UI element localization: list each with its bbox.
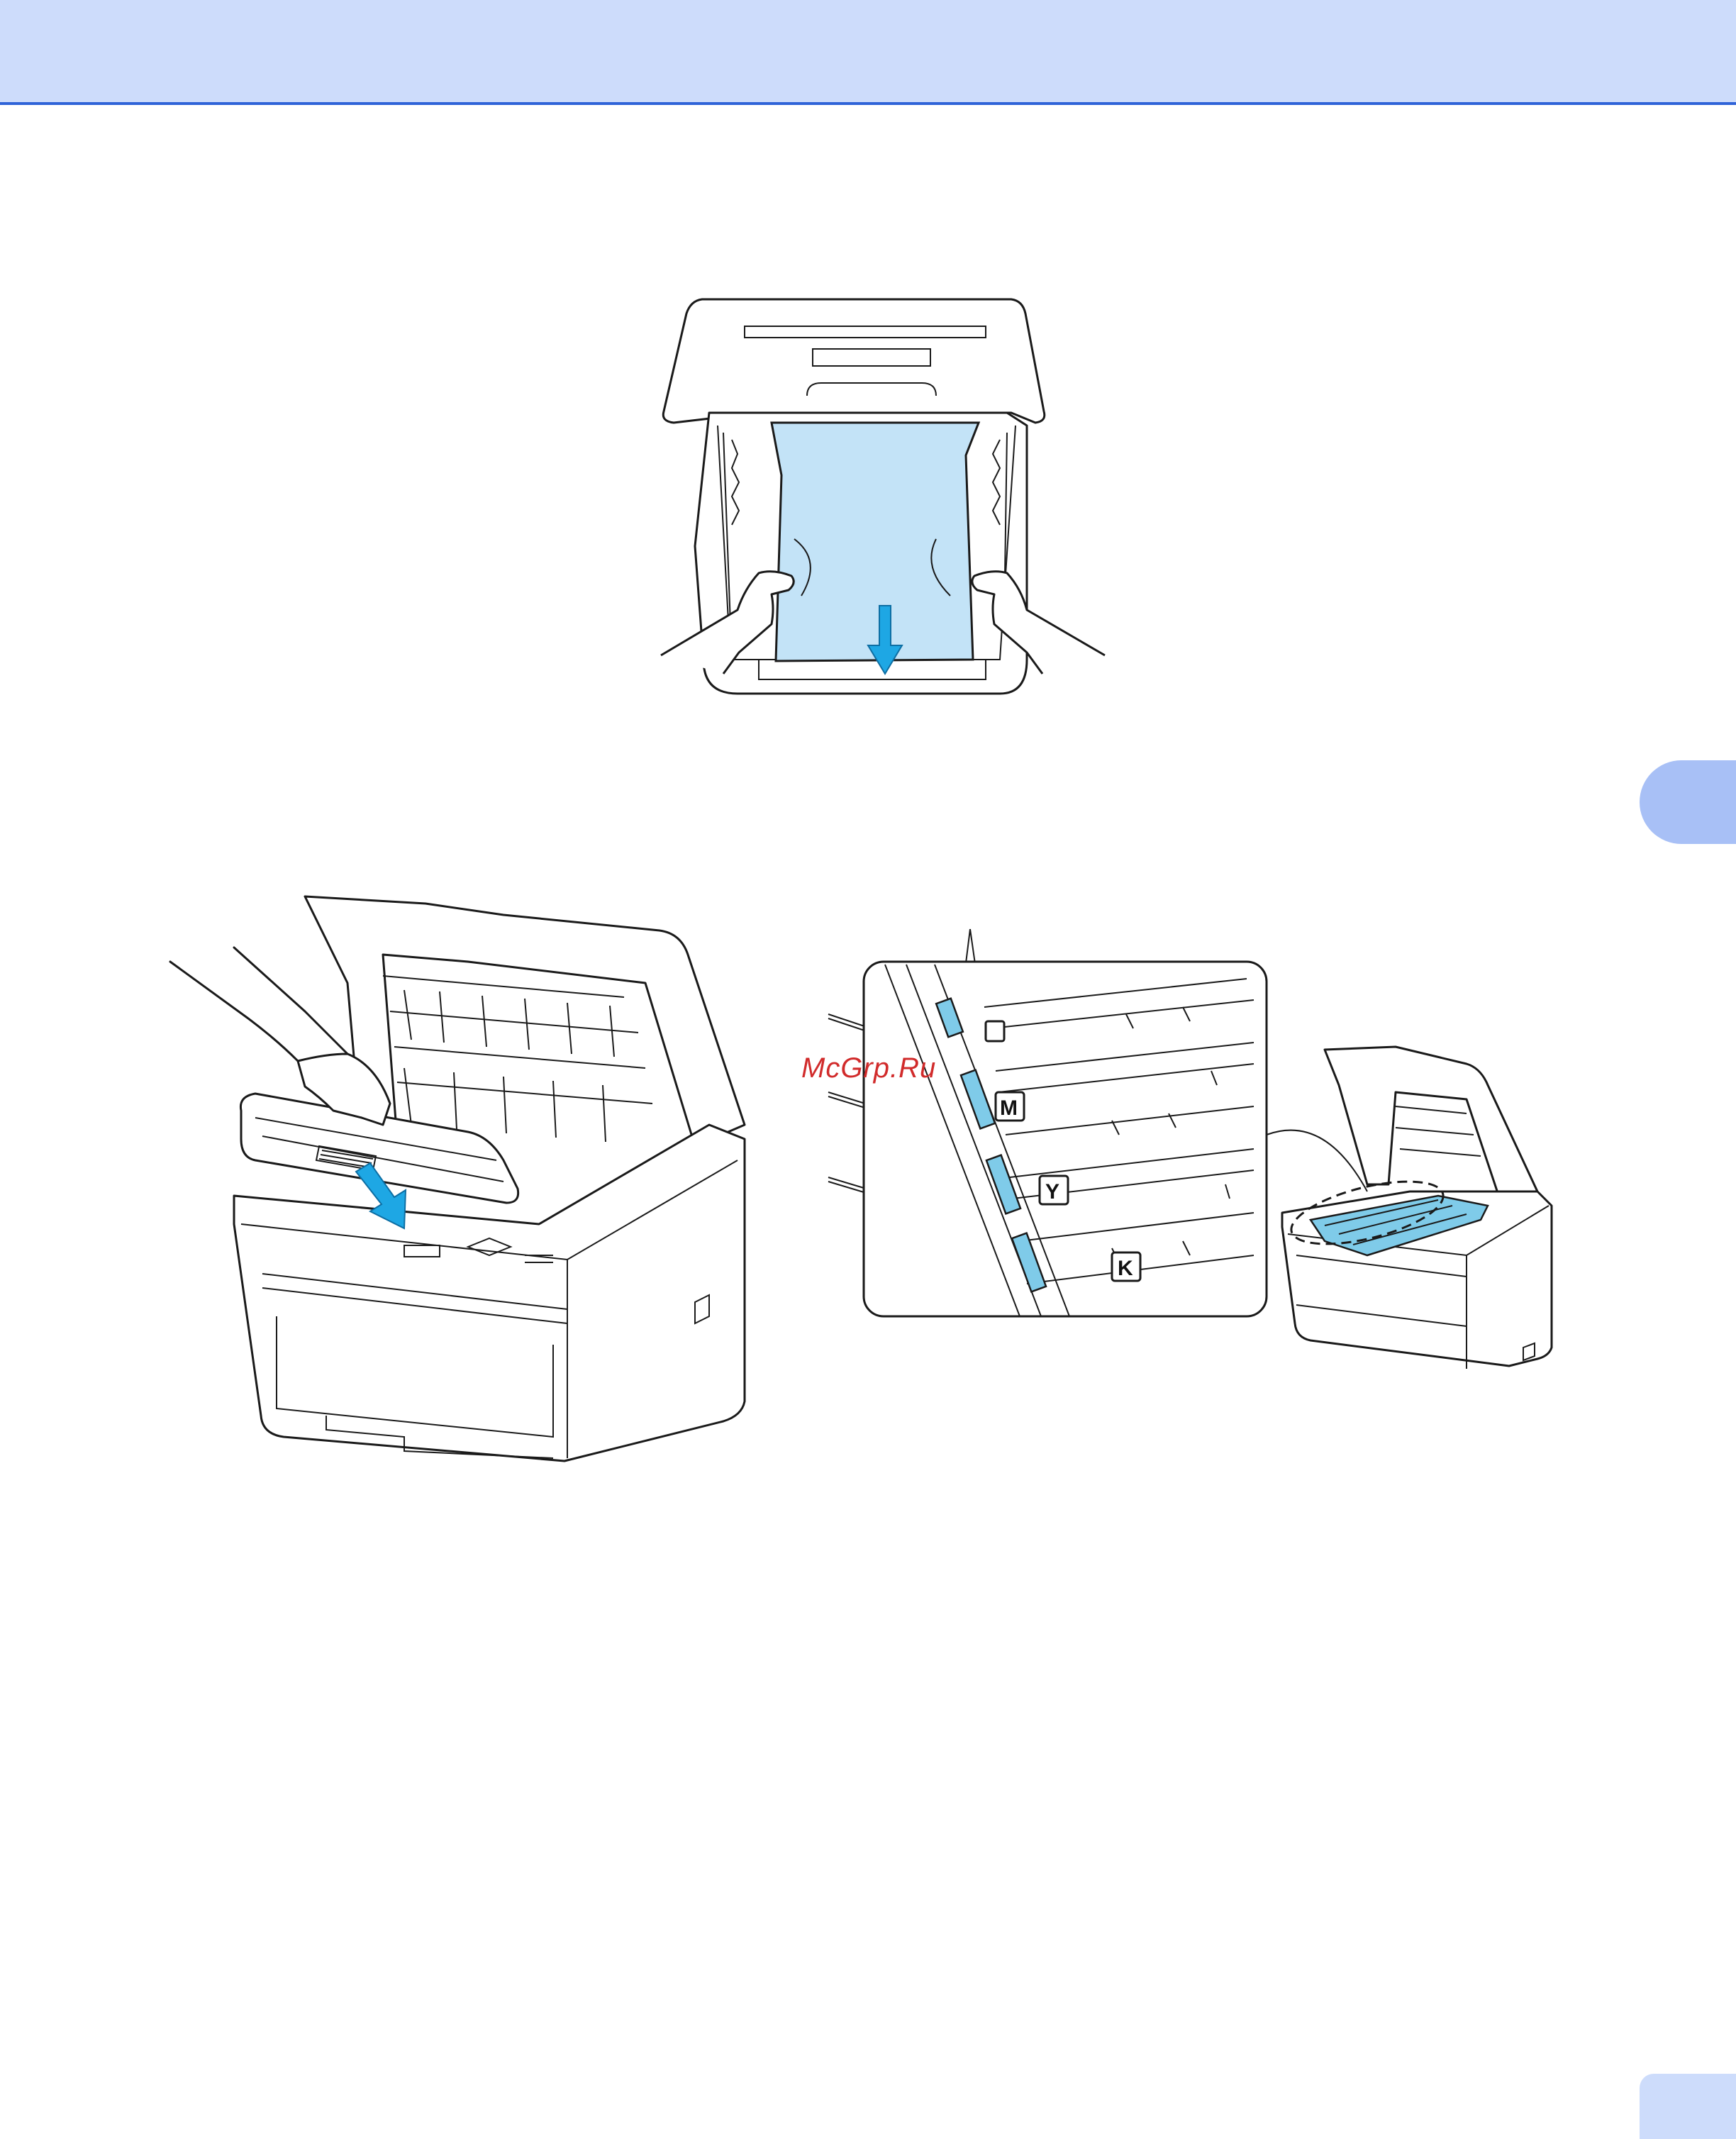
printer-top-cover	[663, 299, 1045, 423]
yellow-drum-label: Y	[1045, 1180, 1059, 1204]
magenta-drum-label: M	[1000, 1096, 1018, 1120]
jammed-paper	[772, 423, 979, 661]
black-drum-label: K	[1118, 1257, 1133, 1280]
header-band	[0, 0, 1736, 105]
drum-unit-installation-illustration	[170, 891, 752, 1462]
drum-label-detail-illustration: M Y K	[828, 922, 1594, 1397]
chapter-tab	[1640, 760, 1736, 844]
small-printer-cover	[1325, 1047, 1537, 1206]
inset-frame	[864, 962, 1267, 1316]
watermark: McGrp.Ru	[801, 1052, 936, 1084]
jammed-paper-removal-illustration	[652, 291, 1113, 702]
page-number-tab	[1640, 2074, 1736, 2139]
